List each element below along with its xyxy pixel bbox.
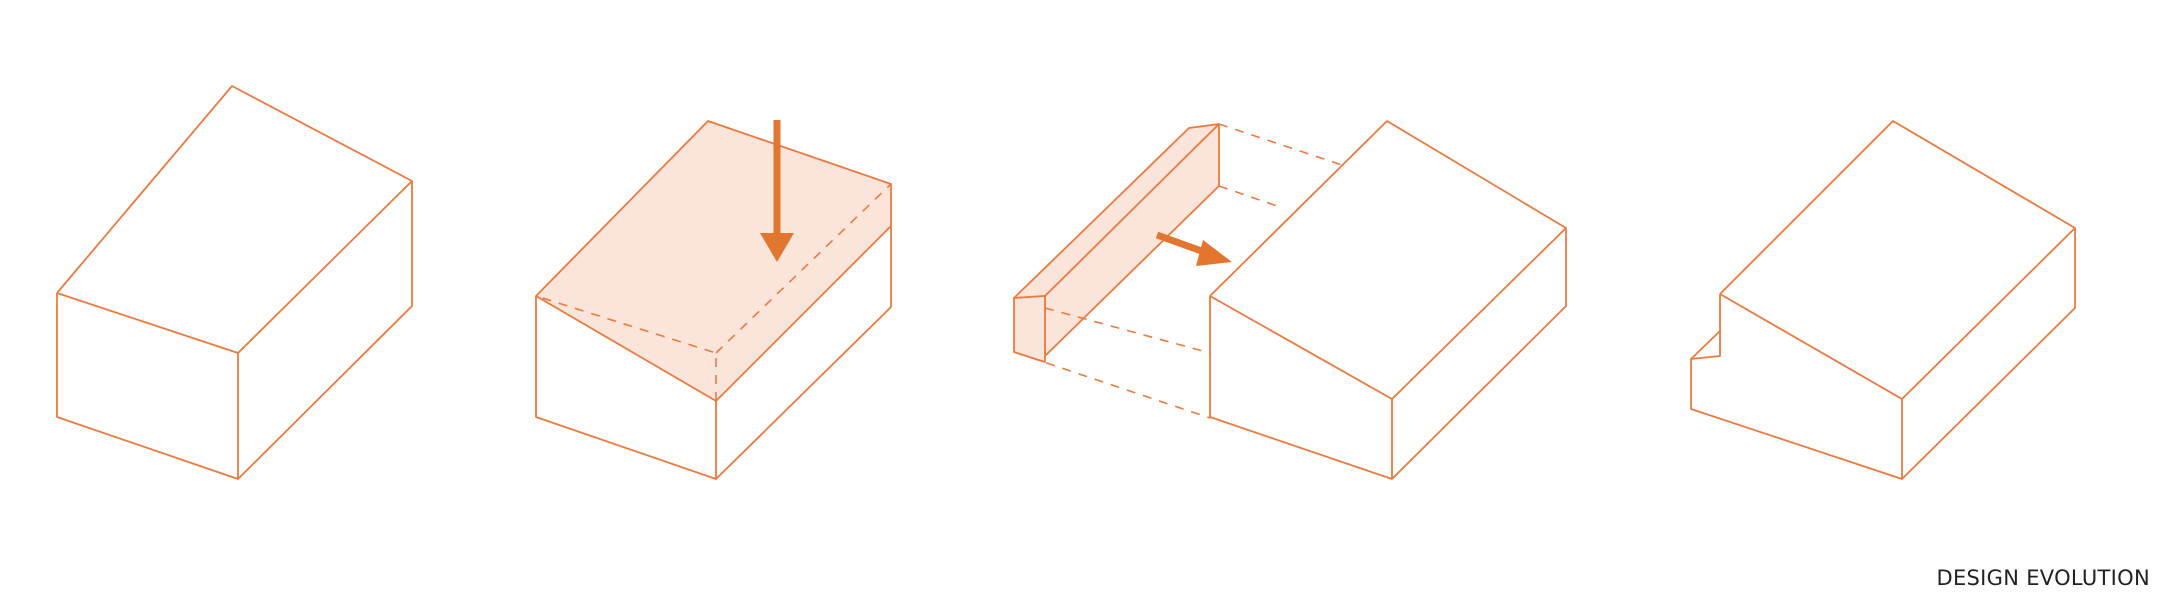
box4-outline	[1690, 120, 2076, 480]
projection-line-1	[1218, 123, 1343, 166]
right-arrow	[1155, 231, 1232, 266]
box3-outline	[1209, 120, 1567, 480]
slab-end-face	[1013, 295, 1046, 363]
roof-cut-hidden-depth	[715, 183, 892, 354]
box1-top-front-edge	[56, 180, 413, 354]
roof-cut-plane	[535, 120, 892, 402]
roof-cut-hidden-top	[707, 120, 892, 185]
projection-line-3	[1044, 307, 1211, 354]
box4-sloped-front	[1719, 227, 2076, 400]
roof-cut-hidden-back	[535, 295, 717, 401]
down-arrow	[760, 120, 794, 262]
projection-line-2	[1218, 185, 1281, 208]
down-arrow-head	[760, 233, 794, 262]
step-3-slice-shift	[1013, 120, 1567, 480]
box1-outline	[56, 85, 413, 480]
step-2-roof-cut	[535, 120, 892, 480]
step-1-base-volume	[56, 85, 413, 480]
box3-sloped-front	[1209, 227, 1567, 400]
right-arrow-head	[1196, 240, 1232, 266]
slab-inner-edge	[1044, 123, 1220, 297]
projection-line-4	[1013, 351, 1211, 419]
step-4-final-form	[1690, 120, 2076, 480]
diagram-caption: DESIGN EVOLUTION	[1936, 566, 2150, 590]
